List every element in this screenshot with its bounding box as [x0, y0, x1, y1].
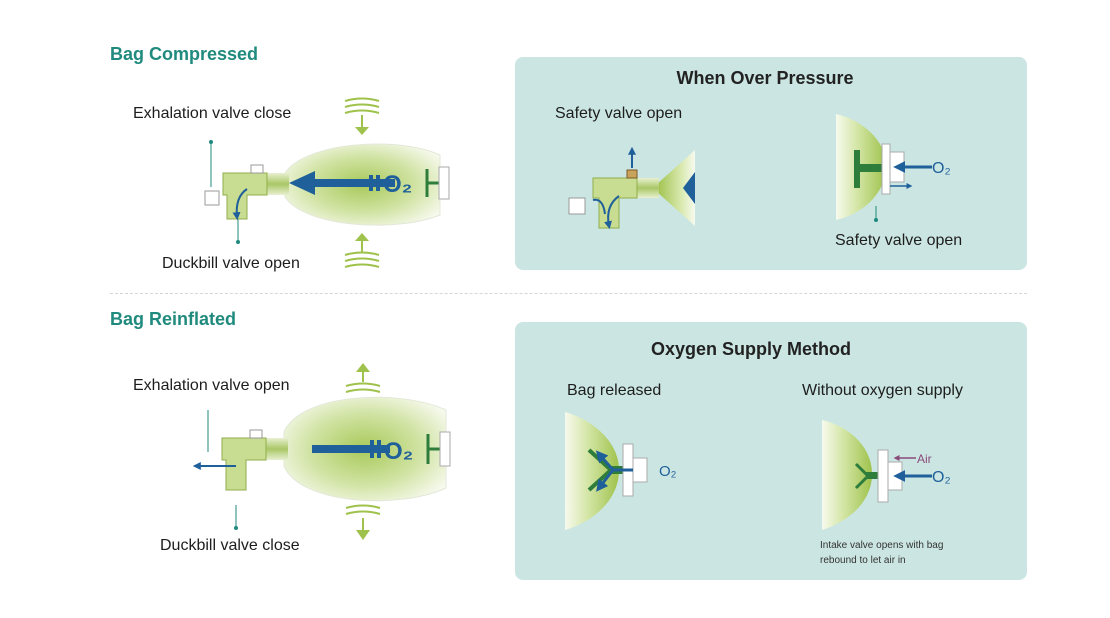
pressure-arrowhead — [683, 172, 695, 204]
flow-arrow-lower — [596, 469, 615, 492]
without-oxygen-diagram: Air O₂ — [822, 420, 951, 530]
pointer-dot — [874, 218, 878, 222]
bag-neck — [265, 173, 289, 195]
valve-housing — [221, 437, 267, 491]
expand-arrowhead-bottom — [356, 530, 370, 540]
o2-label: O₂ — [932, 160, 951, 177]
exhalation-port — [204, 190, 220, 206]
valve-cap — [250, 164, 264, 174]
oxygen-supply-title: Oxygen Supply Method — [650, 339, 851, 359]
expand-arrowhead-top — [356, 363, 370, 372]
valve-housing — [877, 449, 889, 503]
bag-cone — [822, 420, 872, 530]
bag-cone — [657, 150, 695, 226]
flow-tick — [376, 175, 380, 191]
flow-bar — [312, 445, 390, 453]
bag-cone — [565, 412, 619, 530]
compress-arrow-bottom — [344, 239, 380, 268]
pointer-dot — [236, 240, 240, 244]
over-pressure-panel — [515, 57, 1027, 270]
safety-valve — [626, 169, 638, 179]
o2-label: O₂ — [384, 438, 413, 465]
compress-arrow-top — [344, 97, 380, 129]
safety-valve-side-diagram — [568, 146, 695, 230]
valve-stem — [866, 472, 886, 479]
flow-arrowhead — [289, 171, 315, 195]
intake-valve-note-line2: rebound to let air in — [820, 555, 906, 566]
valve-housing — [592, 177, 638, 229]
valve-housing — [222, 172, 268, 220]
duckbill-flow-arrow — [232, 188, 248, 221]
air-label: Air — [917, 452, 932, 466]
exhalation-valve-open-label: Exhalation valve open — [133, 377, 290, 394]
inlet-valve — [425, 166, 450, 200]
o2-label: O₂ — [383, 171, 412, 198]
safety-valve-open-label-left: Safety valve open — [555, 105, 683, 122]
pointer-dot — [209, 140, 213, 144]
exhalation-port — [568, 197, 586, 215]
bag-reinflated-diagram: O₂ — [192, 363, 451, 540]
duckbill-valve-open-label: Duckbill valve open — [162, 255, 300, 272]
bag-neck — [635, 178, 659, 198]
safety-valve-open-label-right: Safety valve open — [835, 232, 963, 249]
bag-released-label: Bag released — [567, 382, 662, 399]
intake-valve-note: Intake valve opens with bag rebound to l… — [820, 538, 943, 568]
compress-arrowhead-top — [355, 127, 369, 135]
compress-arrowhead-bottom — [355, 233, 369, 241]
section-divider — [110, 293, 1027, 294]
bag-neck — [264, 438, 288, 460]
safety-valve-front-diagram: O₂ — [836, 114, 951, 222]
exhalation-flow-line — [592, 198, 606, 215]
pointer-dot — [234, 526, 238, 530]
exhalation-valve-close-label: Exhalation valve close — [133, 105, 292, 122]
valve-cap — [632, 457, 648, 483]
over-pressure-title: When Over Pressure — [676, 68, 854, 88]
o2-label: O₂ — [659, 463, 677, 480]
without-oxygen-supply-label: Without oxygen supply — [802, 382, 963, 399]
valve-housing — [881, 143, 891, 195]
intake-valve-note-line1: Intake valve opens with bag — [820, 540, 944, 551]
expand-arrow-bottom — [345, 504, 381, 532]
valve-stem — [860, 164, 884, 172]
duckbill-valve-close-label: Duckbill valve close — [160, 537, 300, 554]
bag-compressed-diagram: O₂ — [204, 97, 450, 268]
flow-tick — [377, 440, 381, 458]
expand-arrow-top — [345, 370, 381, 393]
flow-tick — [370, 440, 374, 458]
inlet-valve — [426, 431, 451, 467]
bag-compressed-title: Bag Compressed — [110, 44, 259, 64]
valve-plate — [854, 150, 860, 188]
bag-reinflated-title: Bag Reinflated — [110, 309, 237, 329]
valve-cap — [249, 429, 263, 439]
bag-released-diagram: O₂ — [565, 412, 677, 530]
duckbill-flow-arrow — [604, 195, 620, 230]
o2-label: O₂ — [932, 469, 951, 486]
flow-tick — [369, 175, 373, 191]
